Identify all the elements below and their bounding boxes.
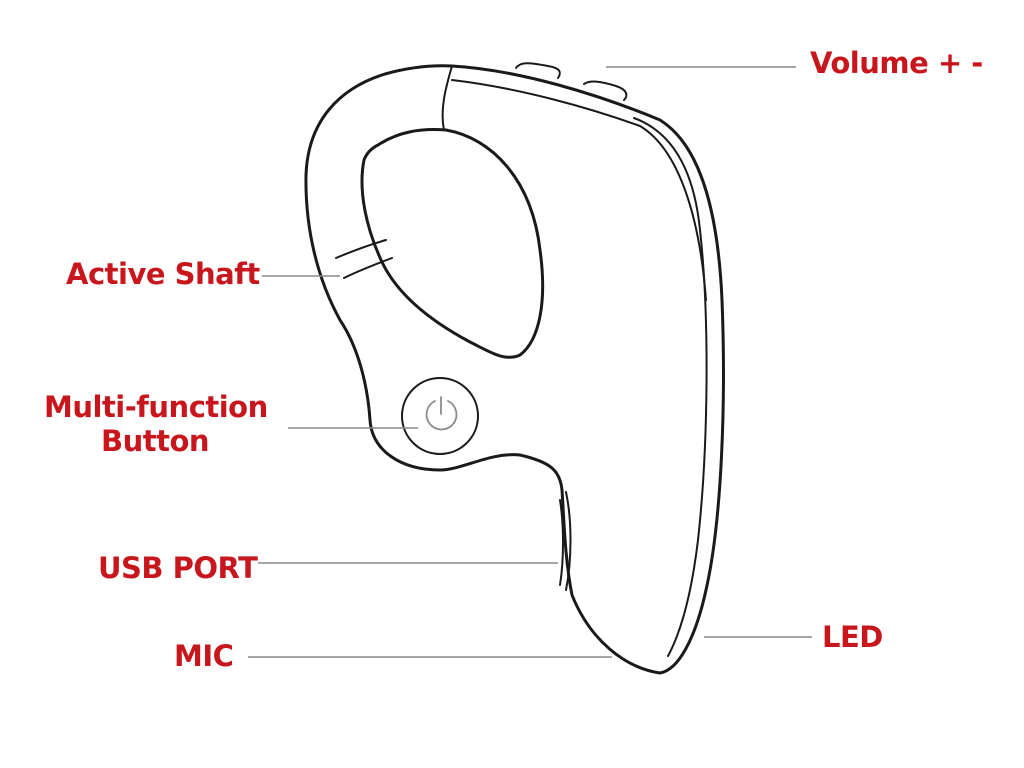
top-surface-line — [451, 79, 707, 301]
volume-up-button — [515, 62, 561, 79]
active-shaft-band-top — [335, 239, 387, 259]
label-multi-function-line-1: Multi-function — [44, 390, 268, 424]
label-active-shaft: Active Shaft — [66, 257, 260, 291]
label-multi-function: Multi-function Button — [44, 390, 268, 458]
volume-down-button — [583, 80, 628, 101]
multi-function-button-shape — [401, 377, 479, 455]
usb-port-slot-inner — [559, 499, 564, 586]
right-contour-line — [633, 117, 708, 657]
earpiece-body-outline — [304, 64, 725, 675]
ear-hook-cutout — [360, 128, 545, 359]
active-shaft-band-bottom — [343, 257, 393, 279]
hook-seam-line — [441, 65, 453, 131]
label-volume: Volume + - — [810, 46, 983, 80]
label-usb-port: USB PORT — [98, 551, 258, 585]
usb-port-slot — [565, 491, 572, 591]
label-multi-function-line-2: Button — [100, 424, 210, 458]
label-mic: MIC — [174, 639, 234, 673]
power-icon — [425, 396, 458, 431]
label-led: LED — [822, 620, 883, 654]
